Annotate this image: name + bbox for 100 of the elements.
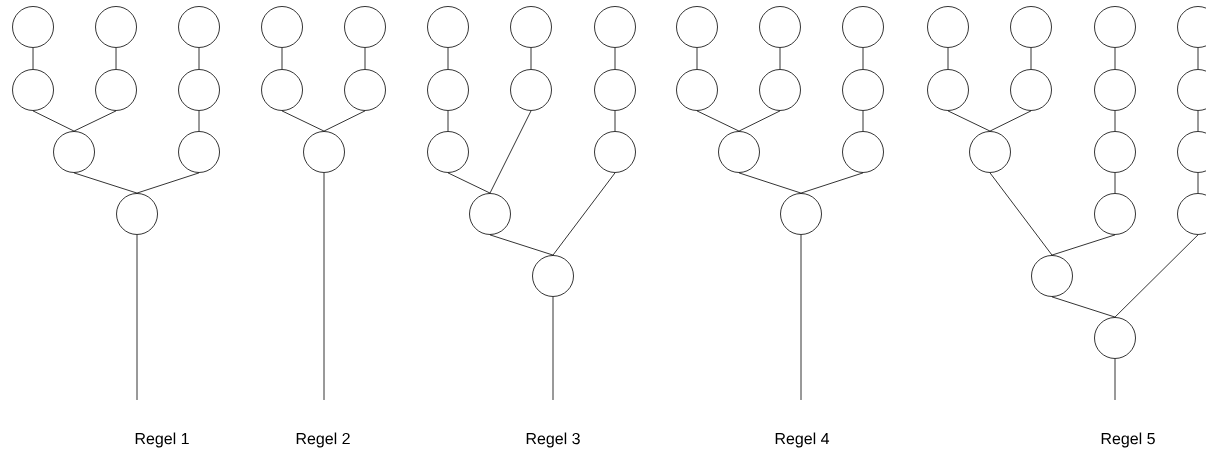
branch-line [447, 110, 449, 132]
branch-line [1114, 172, 1116, 194]
branch-line [800, 172, 864, 194]
branch-line [862, 110, 864, 132]
tree-node [344, 69, 386, 111]
tree-node [1094, 317, 1136, 359]
tree-node [676, 6, 718, 48]
tree-node [759, 69, 801, 111]
branch-line [73, 172, 138, 194]
branch-line [489, 234, 554, 256]
branch-line [989, 110, 1032, 132]
branch-line [530, 47, 532, 70]
tree-node [1010, 6, 1052, 48]
branch-line [281, 110, 325, 132]
rule-label: Regel 5 [1101, 432, 1155, 448]
tree-node [842, 69, 884, 111]
tree-node [842, 6, 884, 48]
tree-node [594, 6, 636, 48]
tree-node [1094, 6, 1136, 48]
branch-line [1051, 296, 1116, 318]
tree-node [532, 255, 574, 297]
tree-node [927, 6, 969, 48]
tree-node [261, 69, 303, 111]
branch-line [552, 172, 616, 256]
branch-line [862, 47, 864, 70]
tree-node [344, 6, 386, 48]
branch-line [447, 47, 449, 70]
tree-node [116, 193, 158, 235]
tree-node [718, 131, 760, 173]
branch-line [779, 47, 781, 70]
tree-node [1177, 131, 1206, 173]
tree-node [1177, 6, 1206, 48]
rule-label: Regel 2 [296, 432, 350, 448]
branch-line [323, 110, 366, 132]
stem-line [323, 172, 325, 401]
tree-node [1177, 69, 1206, 111]
tree-node [842, 131, 884, 173]
tree-node [594, 69, 636, 111]
rule-label: Regel 4 [775, 432, 830, 448]
stem-line [800, 234, 802, 401]
branch-line [1030, 47, 1032, 70]
tree-node [594, 131, 636, 173]
tree-node [1094, 193, 1136, 235]
branch-line [1197, 47, 1199, 70]
tree-node [927, 69, 969, 111]
branch-line [614, 47, 616, 70]
tree-node [178, 69, 220, 111]
branch-line [1114, 234, 1199, 318]
branch-line [1197, 110, 1199, 132]
branch-line [1114, 47, 1116, 70]
tree-node [969, 131, 1011, 173]
stem-line [136, 234, 138, 401]
branch-line [696, 110, 740, 132]
tree-node [759, 6, 801, 48]
branch-line [489, 110, 532, 194]
branch-line [1197, 172, 1199, 194]
tree-node [427, 69, 469, 111]
branch-line [73, 110, 117, 132]
tree-node [1094, 131, 1136, 173]
tree-node [1094, 69, 1136, 111]
tree-node [95, 6, 137, 48]
tree-node [261, 6, 303, 48]
tree-node [53, 131, 95, 173]
rule-label: Regel 3 [526, 432, 580, 448]
tree-node [303, 131, 345, 173]
branch-line [281, 47, 283, 70]
branch-line [198, 47, 200, 70]
stem-line [1114, 358, 1116, 401]
tree-node [1177, 193, 1206, 235]
tree-node [469, 193, 511, 235]
branch-line [32, 110, 75, 132]
tree-node [427, 6, 469, 48]
branch-line [947, 47, 949, 70]
tree-node [676, 69, 718, 111]
branch-line [198, 110, 200, 132]
branch-line [32, 47, 34, 70]
tree-node [12, 69, 54, 111]
branch-line [738, 110, 781, 132]
branch-line [447, 172, 491, 194]
tree-node [427, 131, 469, 173]
tree-node [510, 6, 552, 48]
branch-line [364, 47, 366, 70]
branch-line [738, 172, 802, 194]
branch-line [136, 172, 200, 194]
rule-label: Regel 1 [135, 432, 189, 448]
branch-line [696, 47, 698, 70]
tree-node [178, 6, 220, 48]
branch-line [1114, 110, 1116, 132]
branch-line [1051, 234, 1116, 256]
tree-node [178, 131, 220, 173]
branch-line [989, 172, 1053, 256]
tree-node [1010, 69, 1052, 111]
tree-node [95, 69, 137, 111]
tree-node [12, 6, 54, 48]
branch-line [947, 110, 991, 132]
stem-line [552, 296, 554, 401]
tree-node [510, 69, 552, 111]
tree-node [780, 193, 822, 235]
branch-line [614, 110, 616, 132]
branch-line [115, 47, 117, 70]
